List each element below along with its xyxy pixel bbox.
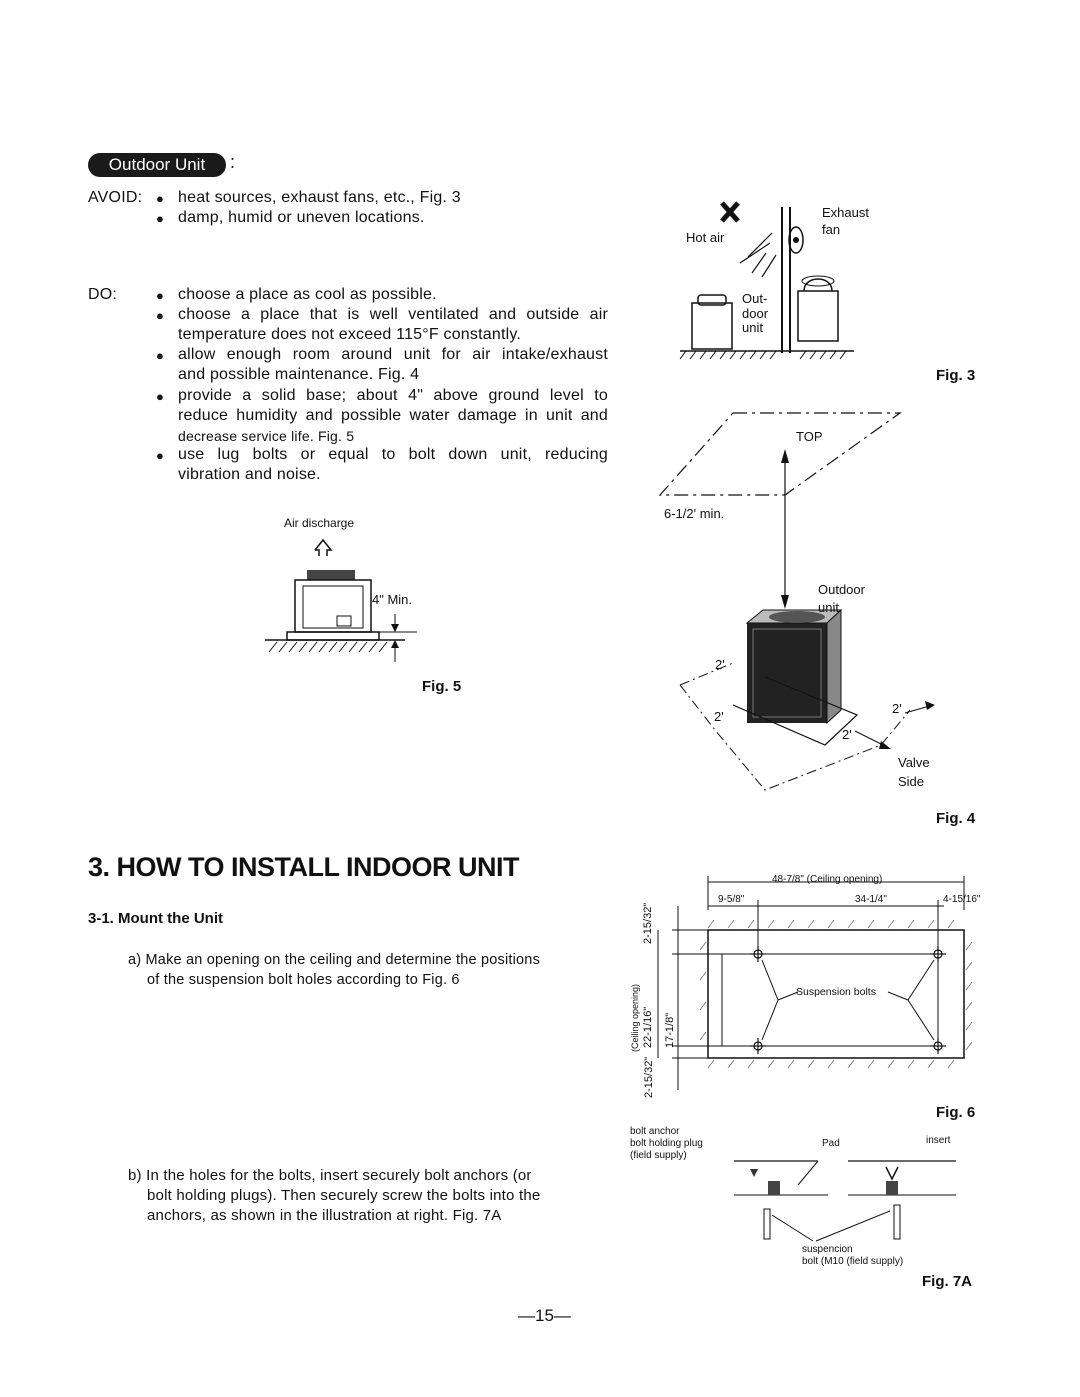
dim-9-5-8: 9-5/8" [718,894,745,905]
dim-v-17-1-8: 17-1/8" [664,1012,676,1048]
valve-label: Valve [898,755,930,770]
do-item-1: choose a place as cool as possible. [178,286,437,303]
do-item-2-line-2: temperature does not exceed 115°F consta… [178,326,521,343]
outdoor-unit-header: Outdoor Unit [88,153,226,177]
bullet: ● [156,191,164,206]
air-discharge-label: Air discharge [284,516,355,530]
bullet: ● [156,448,164,463]
do-item-4-line-2: reduce humidity and possible water damag… [178,407,608,424]
min-4-label: 4" Min. [372,592,413,607]
fig6-drawing [657,876,973,1090]
do-item-3-line-1: allow enough room around unit for air in… [178,346,608,363]
step-b-line-2: bolt holding plugs). Then securely screw… [147,1187,541,1204]
fan-label: fan [822,222,841,237]
field-supply-label: (field supply) [630,1150,687,1161]
dim-34-1-4: 34-1/4" [855,894,887,905]
dim-v-2-15-32-top: 2-15/32" [642,902,654,944]
dim-2ft: 2' [892,701,902,716]
step-a-line-2: of the suspension bolt holes according t… [147,972,460,988]
out-label: Out- [742,291,768,306]
side-label: Side [898,774,925,789]
dim-22-1-16: 22-1/16" [642,1006,654,1048]
page-number: —15— [518,1306,571,1325]
door-label: door [742,306,769,321]
avoid-label: AVOID: [88,189,143,206]
do-item-2-line-1: choose a place that is well ventilated a… [178,306,608,323]
dim-4-15-16: 4-15/16" [943,894,981,905]
bullet: ● [156,288,164,303]
outdoor-label: Outdoor [818,582,865,597]
top-label: TOP [796,429,823,444]
do-item-4-line-1: provide a solid base; about 4" above gro… [178,387,608,404]
fig3-drawing [679,201,854,360]
bullet: ● [156,308,164,323]
unit-label: unit [818,600,839,615]
fig7a-label: Fig. 7A [922,1273,973,1290]
suspension-bolts-label: Suspension bolts [796,986,876,998]
step-b-line-1: b) In the holes for the bolts, insert se… [128,1167,532,1184]
ceiling-height-label: (Ceiling opening) [630,983,640,1052]
do-item-5-line-2: vibration and noise. [178,466,321,483]
hot-air-label: Hot air [686,230,725,245]
suspencion-label: suspencion [802,1244,853,1255]
unit-label: unit [742,320,763,335]
dim-v-2-15-32-bottom: 2-15/32" [643,1056,655,1098]
avoid-item-1: heat sources, exhaust fans, etc., Fig. 3 [178,189,461,206]
subsection-title: 3-1. Mount the Unit [88,910,223,927]
dim-2ft: 2' [714,709,724,724]
bullet: ● [156,389,164,404]
do-item-4-line-3: decrease service life. Fig. 5 [178,428,355,444]
bullet: ● [156,211,164,226]
fig5-drawing [265,538,417,662]
fig3-label: Fig. 3 [936,367,976,384]
fig6-label: Fig. 6 [936,1104,976,1121]
step-b-line-3: anchors, as shown in the illustration at… [147,1207,502,1224]
do-item-3-line-2: and possible maintenance. Fig. 4 [178,366,420,383]
fig5-label: Fig. 5 [422,678,462,695]
insert-label: insert [926,1135,951,1146]
fig4-drawing [658,412,935,791]
min-label: 6-1/2' min. [664,506,725,521]
avoid-item-2: damp, humid or uneven locations. [178,209,425,226]
bolt-m10-label: bolt (M10 (field supply) [802,1256,904,1267]
bolt-anchor-label: bolt anchor [630,1126,680,1137]
dim-2ft: 2' [715,657,725,672]
bullet: ● [156,348,164,363]
fig7a-drawing [734,1160,956,1242]
fig4-label: Fig. 4 [936,810,976,827]
pad-label: Pad [822,1138,840,1149]
ceiling-width-label: 48-7/8" (Ceiling opening) [772,874,883,885]
dim-2ft: 2' [842,727,852,742]
header-colon: : [230,152,236,172]
do-item-5-line-1: use lug bolts or equal to bolt down unit… [178,446,608,463]
section-title: 3. HOW TO INSTALL INDOOR UNIT [88,852,520,882]
bolt-holding-plug-label: bolt holding plug [630,1138,703,1149]
step-a-line-1: a) Make an opening on the ceiling and de… [128,952,541,968]
exhaust-label: Exhaust [822,205,869,220]
do-label: DO: [88,286,118,303]
